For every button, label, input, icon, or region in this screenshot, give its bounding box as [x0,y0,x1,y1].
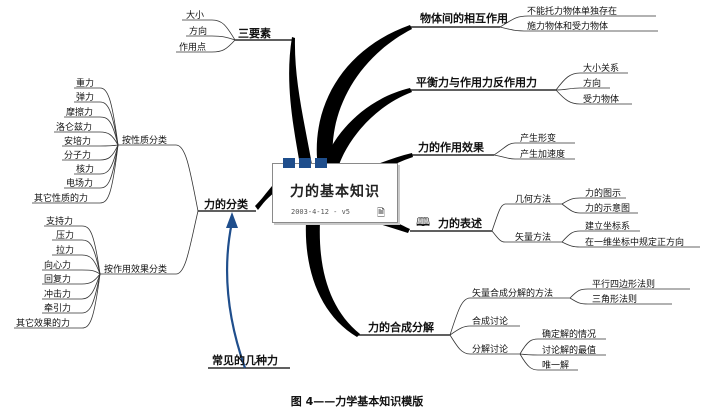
leaf-item[interactable]: 其它性质的力 [34,194,89,204]
branch-wedge-classification [255,186,275,210]
figure-caption: 图 4——力学基本知识模版 [290,395,424,408]
topic-marker [283,158,295,168]
subtopic[interactable]: 平行四边形法则 [592,280,656,290]
subtopic[interactable]: 作用点 [179,43,207,53]
topic-representation[interactable]: 力的表述 [438,217,482,230]
subtopic[interactable]: 矢量方法 [515,233,552,243]
subtopic[interactable]: 不能托力物体单独存在 [527,7,618,17]
subtopic[interactable]: 方向 [583,79,602,89]
leaf-item[interactable]: 压力 [56,231,75,241]
subtopic[interactable]: 产生加速度 [520,150,566,160]
subtopic[interactable]: 确定解的情况 [542,330,597,340]
central-topic-title: 力的基本知识 [290,184,380,200]
subtopic[interactable]: 施力物体和受力物体 [527,22,609,32]
topic-interaction[interactable]: 物体间的相互作用 [420,12,508,25]
leaf-item[interactable]: 安培力 [64,137,92,147]
leaf-item[interactable]: 核力 [76,165,95,175]
topic-balance[interactable]: 平衡力与作用力反作用力 [416,76,537,89]
topic-composition[interactable]: 力的合成分解 [368,321,434,334]
subtopic[interactable]: 方向 [189,27,208,37]
subtopic[interactable]: 矢量合成分解的方法 [472,289,554,299]
open-book-icon: 🕮 [416,215,431,229]
leaf-item[interactable]: 分子力 [64,151,92,161]
topic-elements[interactable]: 三要素 [238,27,271,40]
notes-icon[interactable]: 🗎 [376,208,385,219]
subtopic[interactable]: 建立坐标系 [585,222,631,232]
branch-wedge-composition [305,222,360,337]
branch-wedge-interaction [316,25,412,168]
topic-effect[interactable]: 力的作用效果 [418,141,484,154]
subtopic[interactable]: 力的图示 [585,189,622,199]
leaf-item[interactable]: 回复力 [44,275,72,285]
subtopic[interactable]: 力的示意图 [585,204,631,214]
subtopic[interactable]: 分解讨论 [472,345,509,355]
leaf-item[interactable]: 向心力 [44,261,72,271]
central-topic[interactable]: 力的基本知识 2003-4-12 - v5 🗎 [272,158,398,223]
subtopic[interactable]: 大小 [186,11,205,21]
leaf-item[interactable]: 牵引力 [44,304,72,314]
branch-wedge-balance [322,88,412,168]
subtopic[interactable]: 在一维坐标中规定正方向 [585,238,685,248]
central-topic-date: 2003-4-12 - v5 [291,208,351,216]
subtopic[interactable]: 讨论解的最值 [542,346,597,356]
leaf-item[interactable]: 重力 [76,79,95,89]
leaf-item[interactable]: 洛仑兹力 [56,123,93,133]
topic-marker [315,158,327,168]
leaf-item[interactable]: 弹力 [76,93,95,103]
subtopic[interactable]: 唯一解 [542,361,570,371]
topic-common-forces[interactable]: 常见的几种力 [212,354,278,367]
subtopic[interactable]: 产生形变 [520,134,557,144]
subtopic[interactable]: 大小关系 [583,64,620,74]
subtopic[interactable]: 三角形法则 [592,295,638,305]
arrow-head [226,212,238,228]
subtopic[interactable]: 几何方法 [515,195,552,205]
leaf-item[interactable]: 冲击力 [44,290,72,300]
leaf-item[interactable]: 摩擦力 [66,108,94,118]
leaf-item[interactable]: 其它效果的力 [16,319,71,329]
leaf-item[interactable]: 支持力 [46,217,74,227]
subtopic[interactable]: 按作用效果分类 [104,265,168,275]
subtopic[interactable]: 按性质分类 [122,136,168,146]
subtopic[interactable]: 合成讨论 [472,317,509,327]
branch-wedge-elements [289,37,312,165]
topic-marker [299,158,311,168]
relationship-arrow [226,221,247,369]
subtopic[interactable]: 受力物体 [583,95,620,105]
topic-classification[interactable]: 力的分类 [204,198,248,211]
leaf-item[interactable]: 电场力 [66,179,94,189]
leaf-item[interactable]: 拉力 [56,246,75,256]
